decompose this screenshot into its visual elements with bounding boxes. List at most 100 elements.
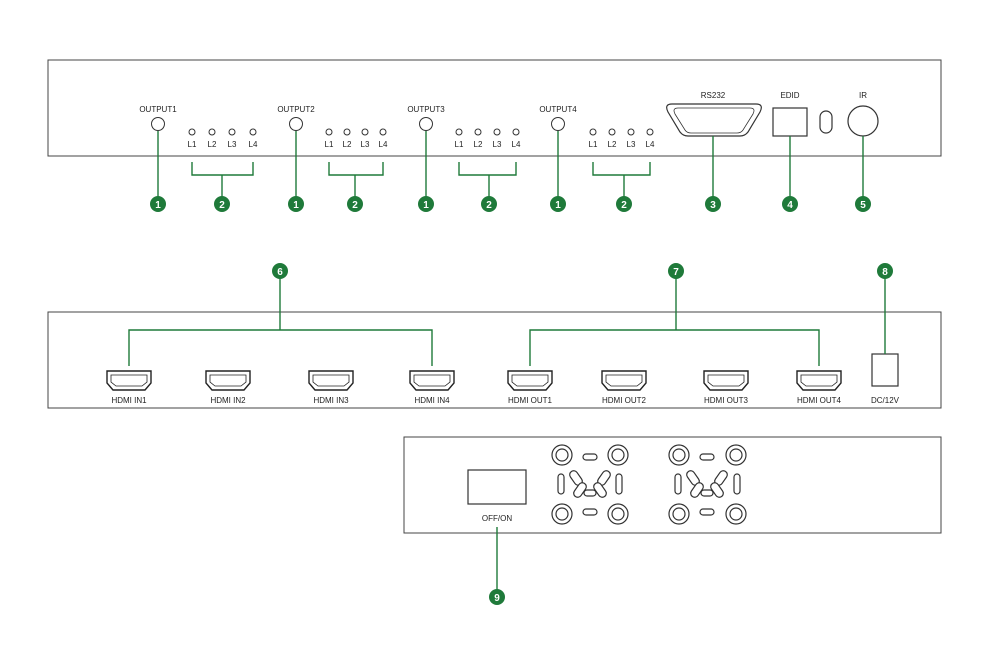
hdmi-out-label-3: HDMI OUT3 [704,396,749,405]
led-label-2-4: L4 [379,140,388,149]
rs232-port[interactable] [666,103,762,137]
output-button-2[interactable] [289,117,303,131]
led-label-3-2: L2 [474,140,483,149]
ir-label: IR [859,91,867,100]
callout-1d: 1 [550,196,566,212]
svg-text:3: 3 [710,200,716,211]
callout-7: 7 [668,263,684,279]
svg-text:2: 2 [352,200,358,211]
dc-power-label: DC/12V [871,396,900,405]
svg-text:9: 9 [494,593,500,604]
led-label-3-3: L3 [493,140,502,149]
output-group-4: OUTPUT4 L1 L2 L3 L4 [539,105,655,149]
hdmi-in-label-1: HDMI IN1 [111,396,147,405]
svg-text:5: 5 [860,200,866,211]
edid-switch[interactable] [819,110,833,134]
hdmi-out-4[interactable]: HDMI OUT4 [796,370,842,405]
svg-text:2: 2 [621,200,627,211]
led-label-2-2: L2 [343,140,352,149]
hdmi-in-4[interactable]: HDMI IN4 [409,370,455,405]
led-1-3 [228,128,236,136]
led-4-1 [589,128,597,136]
callout-3: 3 [705,196,721,212]
callout-1b: 1 [288,196,304,212]
hdmi-in-1[interactable]: HDMI IN1 [106,370,152,405]
hdmi-in-2[interactable]: HDMI IN2 [205,370,251,405]
hdmi-out-1[interactable]: HDMI OUT1 [507,370,553,405]
led-3-1 [455,128,463,136]
led-3-4 [512,128,520,136]
callout-9: 9 [489,589,505,605]
led-label-4-3: L3 [627,140,636,149]
output-label-3: OUTPUT3 [407,105,445,114]
led-label-2-1: L1 [325,140,334,149]
svg-text:1: 1 [155,200,161,211]
led-label-1-4: L4 [249,140,258,149]
callout-2b: 2 [347,196,363,212]
rear-panel [47,311,942,409]
callout-6: 6 [272,263,288,279]
callout-2c: 2 [481,196,497,212]
svg-text:2: 2 [219,200,225,211]
svg-text:1: 1 [423,200,429,211]
callout-4: 4 [782,196,798,212]
front-callout-lines [157,131,864,200]
led-2-3 [361,128,369,136]
callout-1c: 1 [418,196,434,212]
svg-text:1: 1 [555,200,561,211]
fan-icon-left [551,444,629,525]
led-4-3 [627,128,635,136]
edid-port[interactable] [772,107,808,137]
led-2-2 [343,128,351,136]
hdmi-out-3[interactable]: HDMI OUT3 [703,370,749,405]
hdmi-out-label-2: HDMI OUT2 [602,396,647,405]
led-2-1 [325,128,333,136]
led-label-1-3: L3 [228,140,237,149]
led-label-3-1: L1 [455,140,464,149]
hdmi-in-label-3: HDMI IN3 [313,396,349,405]
fan-icon-right [668,444,747,525]
rs232-label: RS232 [701,91,726,100]
hdmi-out-label-1: HDMI OUT1 [508,396,553,405]
callout-2d: 2 [616,196,632,212]
led-3-3 [493,128,501,136]
svg-text:7: 7 [673,267,679,278]
hdmi-out-label-4: HDMI OUT4 [797,396,842,405]
led-label-4-4: L4 [646,140,655,149]
svg-text:2: 2 [486,200,492,211]
output-button-3[interactable] [419,117,433,131]
output-button-1[interactable] [151,117,165,131]
svg-text:8: 8 [882,267,888,278]
hdmi-in-label-2: HDMI IN2 [210,396,246,405]
callout-2a: 2 [214,196,230,212]
ir-sensor [847,105,879,137]
led-4-4 [646,128,654,136]
led-2-4 [379,128,387,136]
power-switch[interactable] [467,469,527,505]
rear-callout-lines [128,275,886,366]
output-label-2: OUTPUT2 [277,105,315,114]
dc-power-port[interactable] [871,353,899,387]
hdmi-in-label-4: HDMI IN4 [414,396,450,405]
hdmi-out-2[interactable]: HDMI OUT2 [601,370,647,405]
output-label-4: OUTPUT4 [539,105,577,114]
led-label-3-4: L4 [512,140,521,149]
svg-text:6: 6 [277,267,283,278]
callout-8: 8 [877,263,893,279]
led-label-4-2: L2 [608,140,617,149]
rs232-port-inner [673,107,755,134]
led-label-1-2: L2 [208,140,217,149]
output-group-1: OUTPUT1 L1 L2 L3 L4 [139,105,258,149]
power-switch-label: OFF/ON [482,514,512,523]
output-label-1: OUTPUT1 [139,105,177,114]
led-label-1-1: L1 [188,140,197,149]
led-1-4 [249,128,257,136]
led-1-2 [208,128,216,136]
led-label-2-3: L3 [361,140,370,149]
hdmi-in-3[interactable]: HDMI IN3 [308,370,354,405]
callout-1a: 1 [150,196,166,212]
callout-5: 5 [855,196,871,212]
output-button-4[interactable] [551,117,565,131]
led-label-4-1: L1 [589,140,598,149]
